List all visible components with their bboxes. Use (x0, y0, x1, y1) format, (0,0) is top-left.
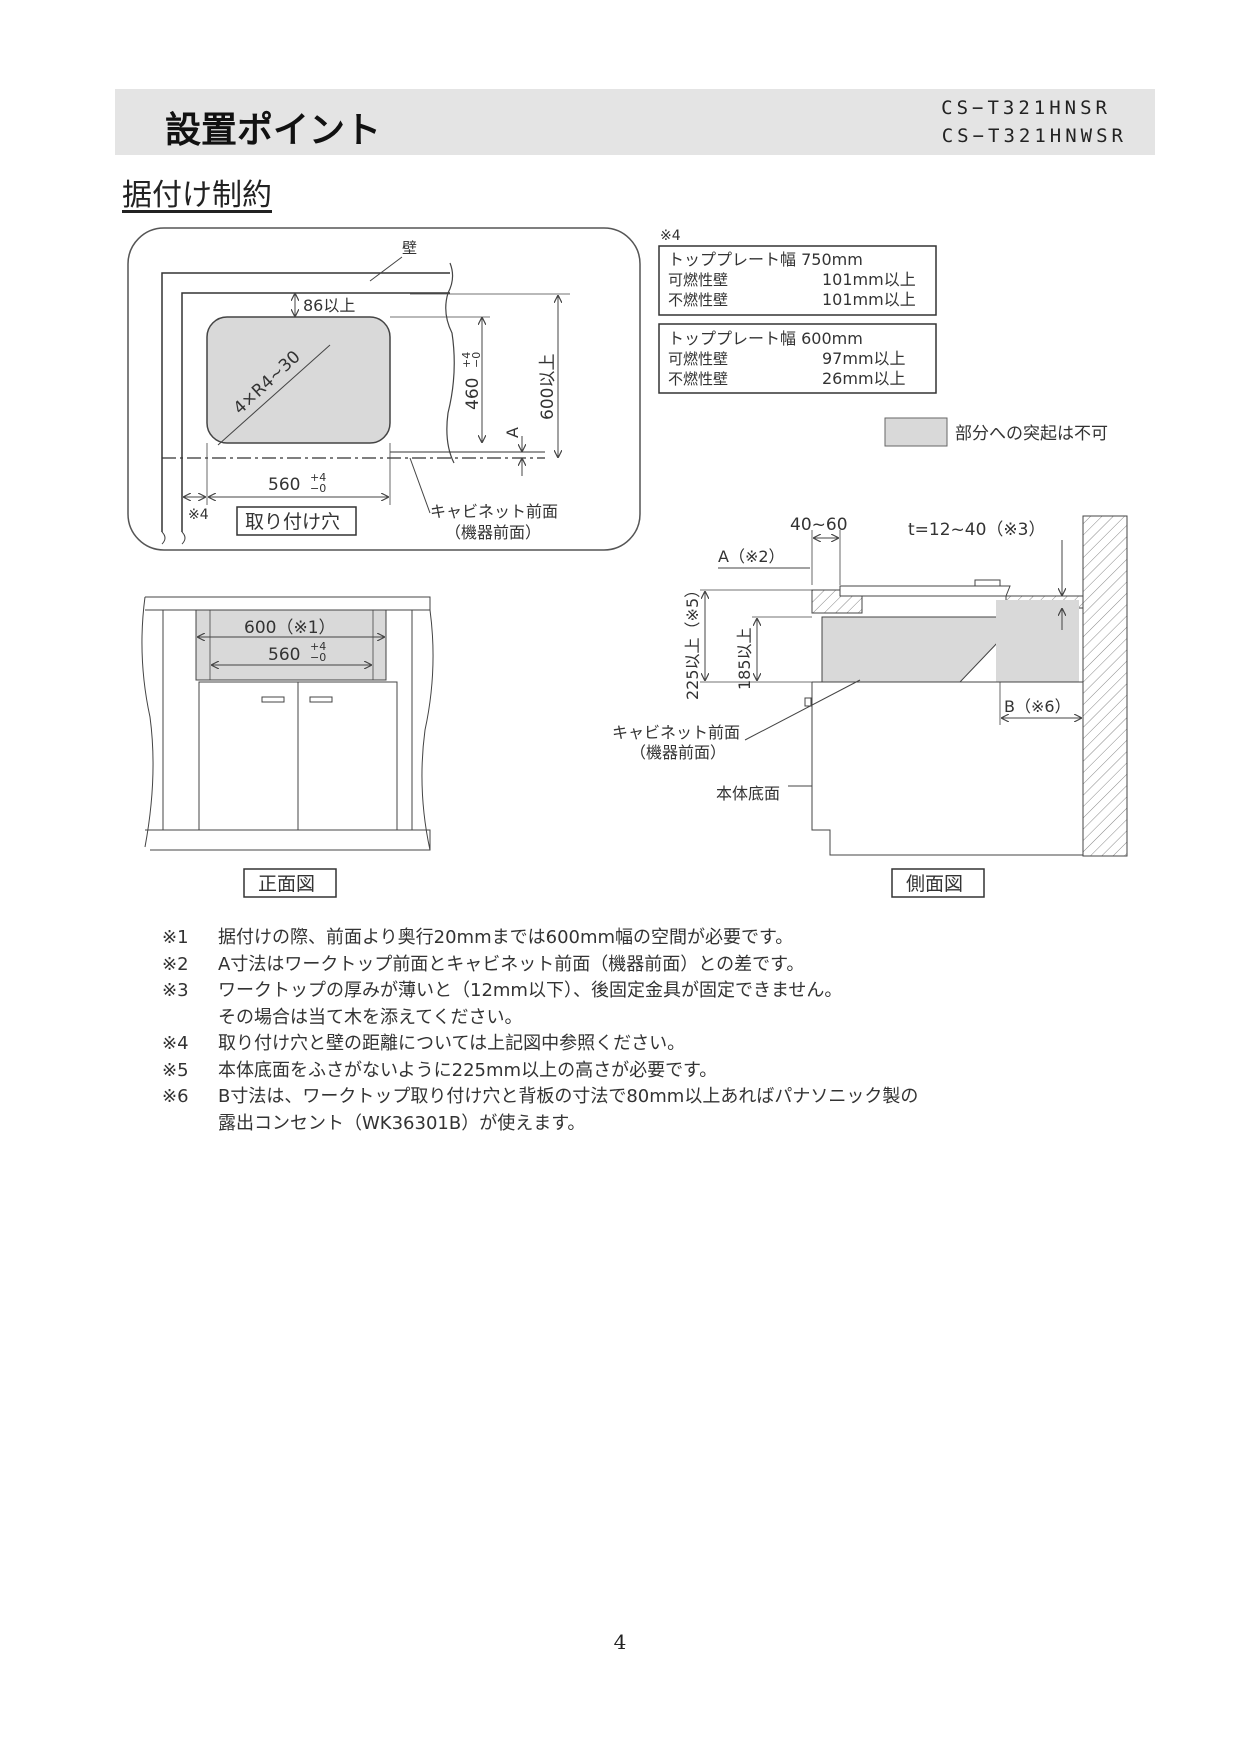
svg-text:不燃性壁: 不燃性壁 (668, 370, 728, 388)
side-dim-b: B（※6） (1004, 697, 1071, 716)
svg-text:101mm以上: 101mm以上 (822, 270, 916, 289)
section-subtitle: 据付け制約 (122, 178, 272, 213)
svg-text:26mm以上: 26mm以上 (822, 369, 906, 388)
spec-ref-mark: ※4 (660, 228, 681, 244)
front-view-label: 正面図 (258, 873, 315, 895)
svg-text:−0: −0 (470, 352, 483, 368)
box2-heading: トッププレート幅 600mm (668, 329, 863, 348)
side-dim-t: t=12~40（※3） (908, 520, 1045, 540)
svg-text:101mm以上: 101mm以上 (822, 290, 916, 309)
wall-label: 壁 (402, 239, 417, 257)
svg-text:+4: +4 (460, 352, 473, 368)
cabinet-front-label: キャビネット前面 (430, 502, 558, 521)
header-bar: 設置ポイント CS−T321HNSR CS−T321HNWSR (115, 89, 1155, 155)
dim-86-label: 86以上 (303, 296, 355, 315)
page-title: 設置ポイント (165, 110, 382, 151)
svg-text:不燃性壁: 不燃性壁 (668, 291, 728, 309)
svg-text:−0: −0 (310, 482, 326, 495)
dim-460-label: 460 (463, 378, 483, 410)
note4-mark: ※4 (188, 507, 209, 523)
svg-text:+4: +4 (310, 640, 326, 653)
svg-text:+4: +4 (310, 471, 326, 484)
note-item: その場合は当て木を添えてください。 (218, 1006, 523, 1028)
side-cabinet-front-label: キャビネット前面 (612, 723, 740, 742)
side-view-label: 側面図 (906, 873, 963, 895)
side-dim-40-60: 40~60 (790, 515, 848, 535)
body-bottom-label: 本体底面 (716, 784, 780, 803)
mounting-hole-label: 取り付け穴 (245, 511, 340, 533)
note-item: 露出コンセント（WK36301B）が使えます。 (218, 1112, 586, 1134)
front-dim-600: 600（※1） (244, 618, 336, 638)
model-number-1: CS−T321HNSR (941, 97, 1111, 119)
device-front-label: （機器前面） (445, 523, 541, 542)
front-view-diagram: 600（※1） 560 +4 −0 正面図 (141, 596, 434, 898)
installation-diagrams: 86以上 460 +4 −0 600以上 A 560 +4 −0 ※4 4×R4… (127, 227, 1128, 898)
legend-label: 部分への突起は不可 (955, 424, 1108, 444)
svg-text:可燃性壁: 可燃性壁 (668, 350, 728, 368)
dim-600-label: 600以上 (538, 354, 558, 420)
side-dim-225: 225以上（※5） (683, 582, 702, 700)
plan-view-diagram: 86以上 460 +4 −0 600以上 A 560 +4 −0 ※4 4×R4… (127, 227, 641, 551)
side-device-front-label: （機器前面） (630, 743, 726, 762)
model-number-2: CS−T321HNWSR (941, 125, 1127, 147)
dim-a-label: A (503, 427, 522, 438)
page-number: 4 (613, 1630, 627, 1654)
svg-text:−0: −0 (310, 651, 326, 664)
svg-text:97mm以上: 97mm以上 (822, 349, 906, 368)
side-dim-185: 185以上 (735, 627, 754, 690)
box1-heading: トッププレート幅 750mm (668, 250, 863, 269)
svg-text:可燃性壁: 可燃性壁 (668, 271, 728, 289)
side-dim-a: A（※2） (718, 547, 785, 566)
dim-560-label: 560 (268, 475, 300, 495)
spec-boxes: ※4 トッププレート幅 750mm 可燃性壁 101mm以上 不燃性壁 101m… (658, 228, 1108, 447)
front-dim-560: 560 (268, 645, 300, 665)
side-view-diagram: 40~60 t=12~40（※3） A（※2） 225以上（※5） 185以上 … (612, 515, 1128, 898)
